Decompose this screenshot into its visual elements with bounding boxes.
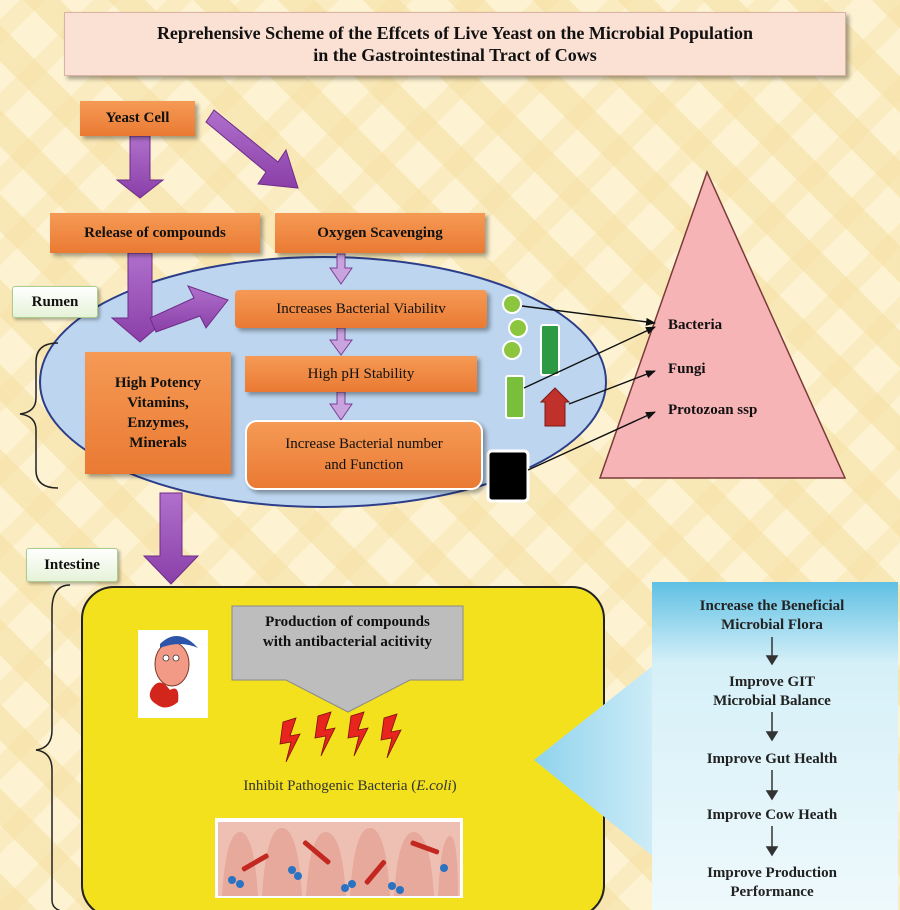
cartoon-eye-2 <box>172 654 180 662</box>
fungi-label: Fungi <box>668 361 706 377</box>
flow-step-beneficial-line-2: Microbial Flora <box>721 617 823 633</box>
rumen-label: Rumen <box>31 293 79 310</box>
microbe-rod-light <box>505 375 525 419</box>
bacteria-label: Bacteria <box>668 317 723 333</box>
pointer-fungi <box>568 370 656 405</box>
cartoon-eye-1 <box>162 654 170 662</box>
arrow-yeast-oxygen <box>205 109 299 189</box>
arrow-vitamins-viability <box>149 285 229 333</box>
yeast-cell-box: Yeast Cell <box>80 101 195 136</box>
microbe-fungi <box>539 387 571 427</box>
bacterial-viability-box: Increases Bacterial Viabilitv <box>235 290 487 328</box>
production-line-1: Production of compounds <box>265 614 430 630</box>
flow-step-cow: Improve Cow Heath <box>706 807 838 823</box>
release-compounds-box: Release of compounds <box>50 213 260 253</box>
flow-step-git: Improve GIT Microbial Balance <box>656 673 888 711</box>
flow-step-gut: Improve Gut Health <box>706 751 838 767</box>
bacterial-number-line-1: Increase Bacterial number <box>285 436 443 452</box>
inhibit-species: E.coli <box>416 778 452 794</box>
inhibit-text: Inhibit Pathogenic Bacteria (E.coli) <box>180 778 520 795</box>
flow-step-git-line-1: Improve GIT <box>729 674 815 690</box>
cartoon-hat <box>160 636 198 648</box>
arrow-viability-ph <box>329 327 353 356</box>
pointer-protozoa <box>527 411 656 471</box>
arrow-oxygen-viability <box>329 253 353 285</box>
yeast-cell-label: Yeast Cell <box>105 110 170 126</box>
production-line-2: with antibacterial acitivity <box>262 634 433 650</box>
title-line-1: Reprehensive Scheme of the Effcets of Li… <box>156 23 754 43</box>
microbe-coccus-1 <box>502 294 522 314</box>
inhibit-prefix: Inhibit Pathogenic Bacteria ( <box>243 778 417 794</box>
pointer-coccus-bacteria <box>521 305 656 326</box>
microbe-protozoa <box>486 449 530 503</box>
rumen-tag: Rumen <box>12 286 98 318</box>
ph-stability-label: High pH Stability <box>307 365 415 382</box>
production-text: Production of compounds with antibacteri… <box>232 612 463 652</box>
intestine-tag: Intestine <box>26 548 118 582</box>
flow-step-beneficial-line-1: Increase the Beneficial <box>699 598 845 614</box>
villi-image <box>218 822 460 896</box>
flow-step-production: Improve Production Performance <box>656 864 888 902</box>
oxygen-scavenging-box: Oxygen Scavenging <box>275 213 485 253</box>
bacterial-number-line-2: and Function <box>324 457 404 473</box>
oxygen-scavenging-label: Oxygen Scavenging <box>317 224 443 241</box>
title-box: Reprehensive Scheme of the Effcets of Li… <box>64 12 846 76</box>
arrow-yeast-release <box>115 135 165 199</box>
intestine-brace <box>35 584 71 910</box>
rumen-brace <box>19 342 59 489</box>
flow-step-production-line-2: Performance <box>730 884 814 900</box>
flow-step-git-line-2: Microbial Balance <box>713 693 831 709</box>
ph-stability-box: High pH Stability <box>245 356 477 392</box>
cartoon-germ <box>149 682 179 708</box>
title-line-2: in the Gastrointestinal Tract of Cows <box>313 45 597 65</box>
microbe-coccus-2 <box>508 318 528 338</box>
arrow-vitamins-intestine <box>142 492 200 585</box>
bacterial-number-box: Increase Bacterial number and Function <box>245 420 483 490</box>
vitamins-line-1: High Potency <box>114 375 202 391</box>
gray-down-arrow <box>231 605 464 713</box>
bacterial-viability-label: Increases Bacterial Viabilitv <box>276 300 446 317</box>
vitamins-line-4: Minerals <box>129 435 187 451</box>
arrow-ph-number <box>329 391 353 421</box>
microbe-rod-dark <box>540 324 560 376</box>
intestine-label: Intestine <box>44 556 100 573</box>
flow-step-production-line-1: Improve Production <box>707 865 837 881</box>
vitamins-line-2: Vitamins, <box>127 395 189 411</box>
microbe-triangle <box>598 169 847 479</box>
vitamins-line-3: Enzymes, <box>127 415 189 431</box>
release-compounds-label: Release of compounds <box>84 224 226 241</box>
inhibit-suffix: ) <box>451 778 457 794</box>
lightning-bolts <box>279 711 402 763</box>
vitamins-box: High Potency Vitamins, Enzymes, Minerals <box>85 352 231 474</box>
protozoan-label: Protozoan ssp <box>668 402 758 418</box>
pointer-rod-bacteria <box>523 326 656 389</box>
flow-panel <box>652 582 898 910</box>
microbe-coccus-3 <box>502 340 522 360</box>
flow-down-arrows <box>765 637 779 857</box>
flow-step-beneficial: Increase the Beneficial Microbial Flora <box>656 597 888 635</box>
cartoon-body <box>154 641 190 687</box>
